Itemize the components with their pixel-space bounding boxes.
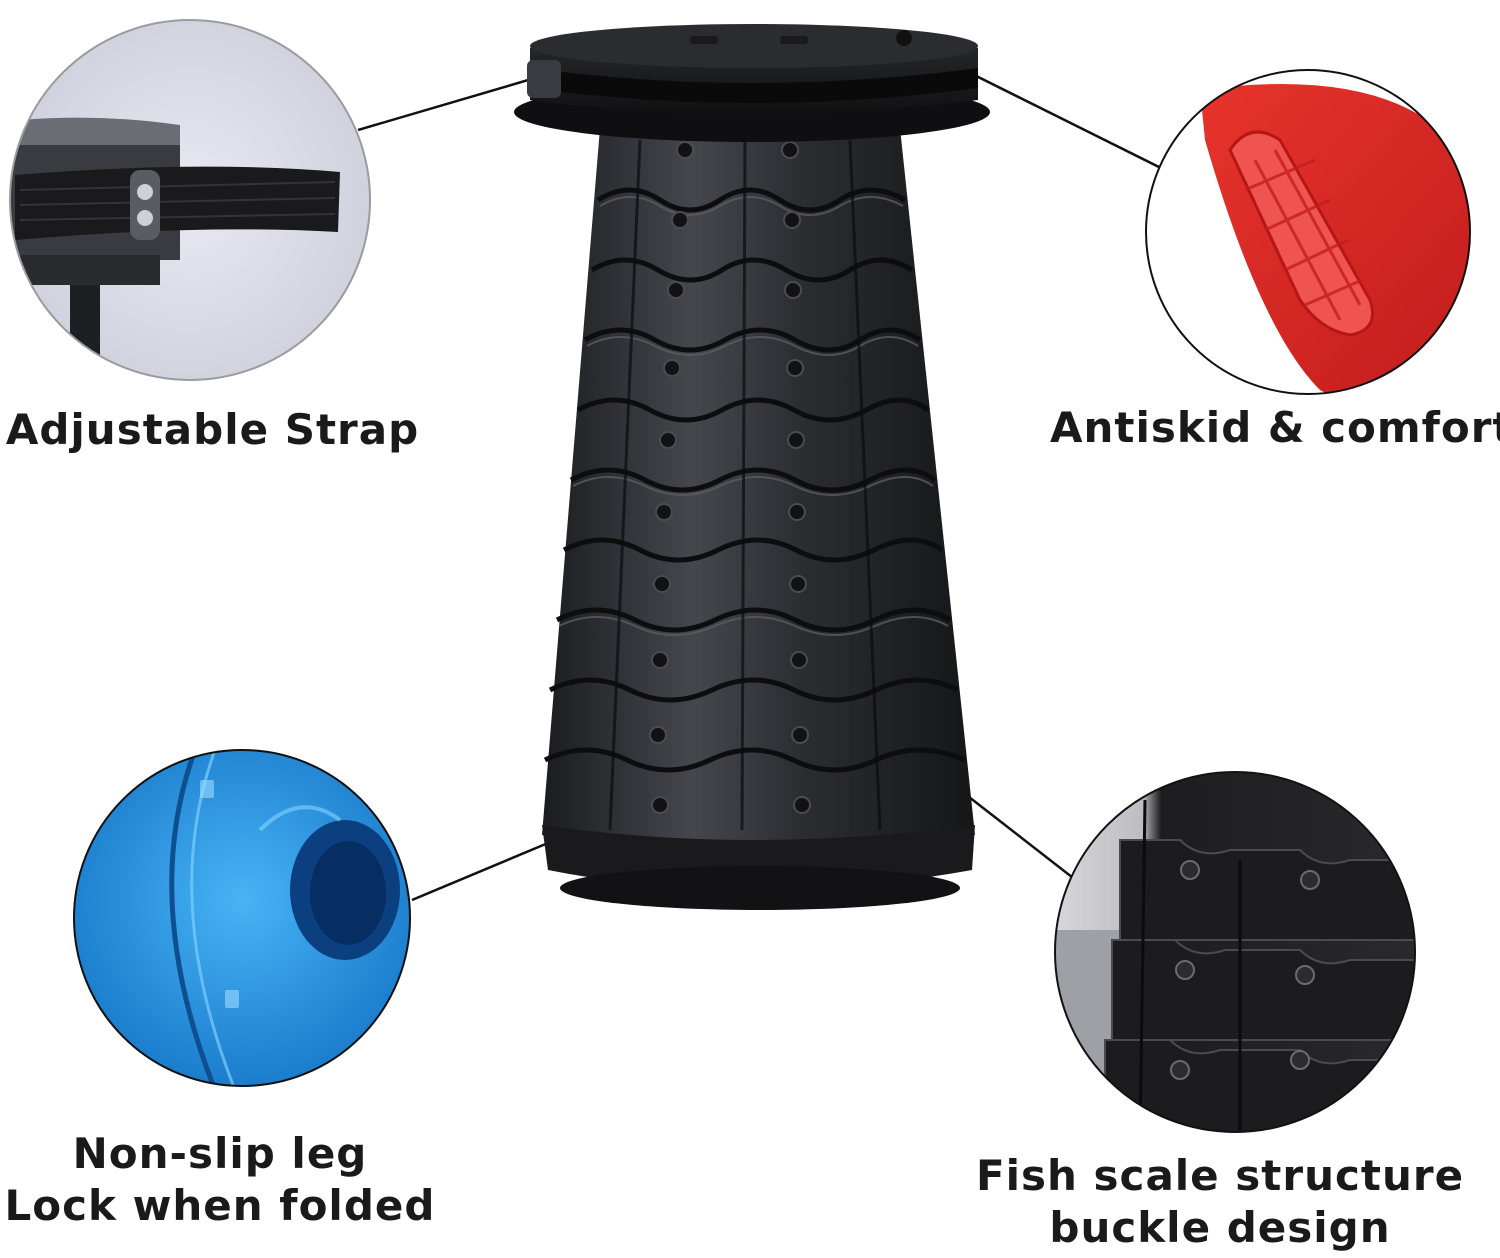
label-fish-line2: buckle design bbox=[1049, 1203, 1391, 1252]
stool-rivets bbox=[649, 141, 811, 814]
adjustable-strap-detail-icon bbox=[8, 18, 372, 382]
label-nonslip-line1: Non-slip leg bbox=[72, 1129, 368, 1178]
fish-scale-detail-icon bbox=[1054, 771, 1416, 1133]
stool-scale-rows bbox=[543, 187, 966, 773]
nonslip-leg-detail-icon bbox=[73, 749, 411, 1087]
antiskid-pad-detail-icon bbox=[1145, 69, 1471, 395]
label-fish-scale: Fish scale structure buckle design bbox=[975, 1150, 1465, 1254]
stool-product bbox=[514, 24, 990, 910]
stool-scale-highlights bbox=[558, 196, 949, 636]
label-adjustable-strap: Adjustable Strap bbox=[0, 404, 425, 456]
label-antiskid-text: Antiskid & comfort bbox=[1050, 403, 1500, 452]
label-nonslip: Non-slip leg Lock when folded bbox=[0, 1128, 440, 1232]
label-adjustable-strap-text: Adjustable Strap bbox=[5, 405, 420, 454]
label-antiskid: Antiskid & comfort bbox=[1050, 402, 1500, 454]
label-fish-line1: Fish scale structure bbox=[975, 1151, 1465, 1200]
label-nonslip-line2: Lock when folded bbox=[4, 1181, 436, 1230]
